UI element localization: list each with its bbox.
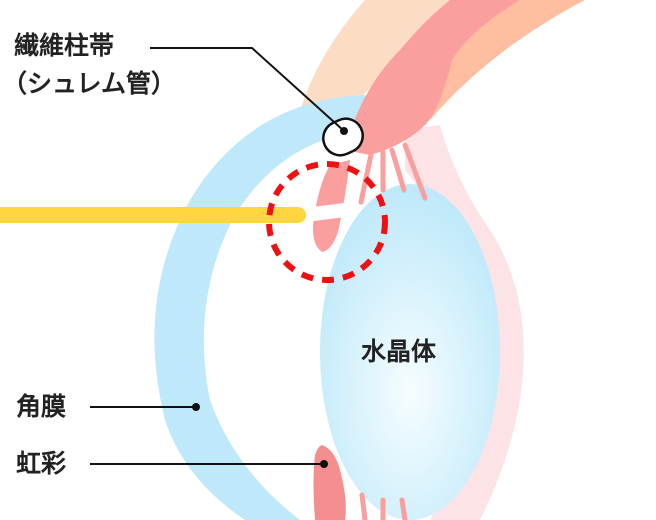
label-cornea: 角膜	[16, 392, 67, 421]
sclera-outer-band	[430, 0, 585, 120]
zonule-region	[405, 125, 524, 520]
cornea	[154, 95, 375, 520]
needle-gap	[304, 203, 346, 222]
label-schlemm-canal: （シュレム管）	[2, 69, 177, 98]
label-lens: 水晶体	[361, 337, 437, 366]
leader-dot-trabecular	[340, 127, 348, 135]
label-trabecular-meshwork: 繊維柱帯	[14, 31, 115, 60]
highlight-circle	[266, 161, 388, 283]
leader-dot-iris	[320, 460, 328, 468]
leader-line-trabecular	[150, 47, 345, 132]
lower-ciliary-processes	[359, 492, 408, 520]
ciliary-processes	[358, 142, 428, 205]
leader-dot-cornea	[192, 403, 200, 411]
label-iris: 虹彩	[16, 449, 67, 478]
schlemm-canal	[322, 117, 364, 157]
ciliary-body	[345, 0, 520, 155]
